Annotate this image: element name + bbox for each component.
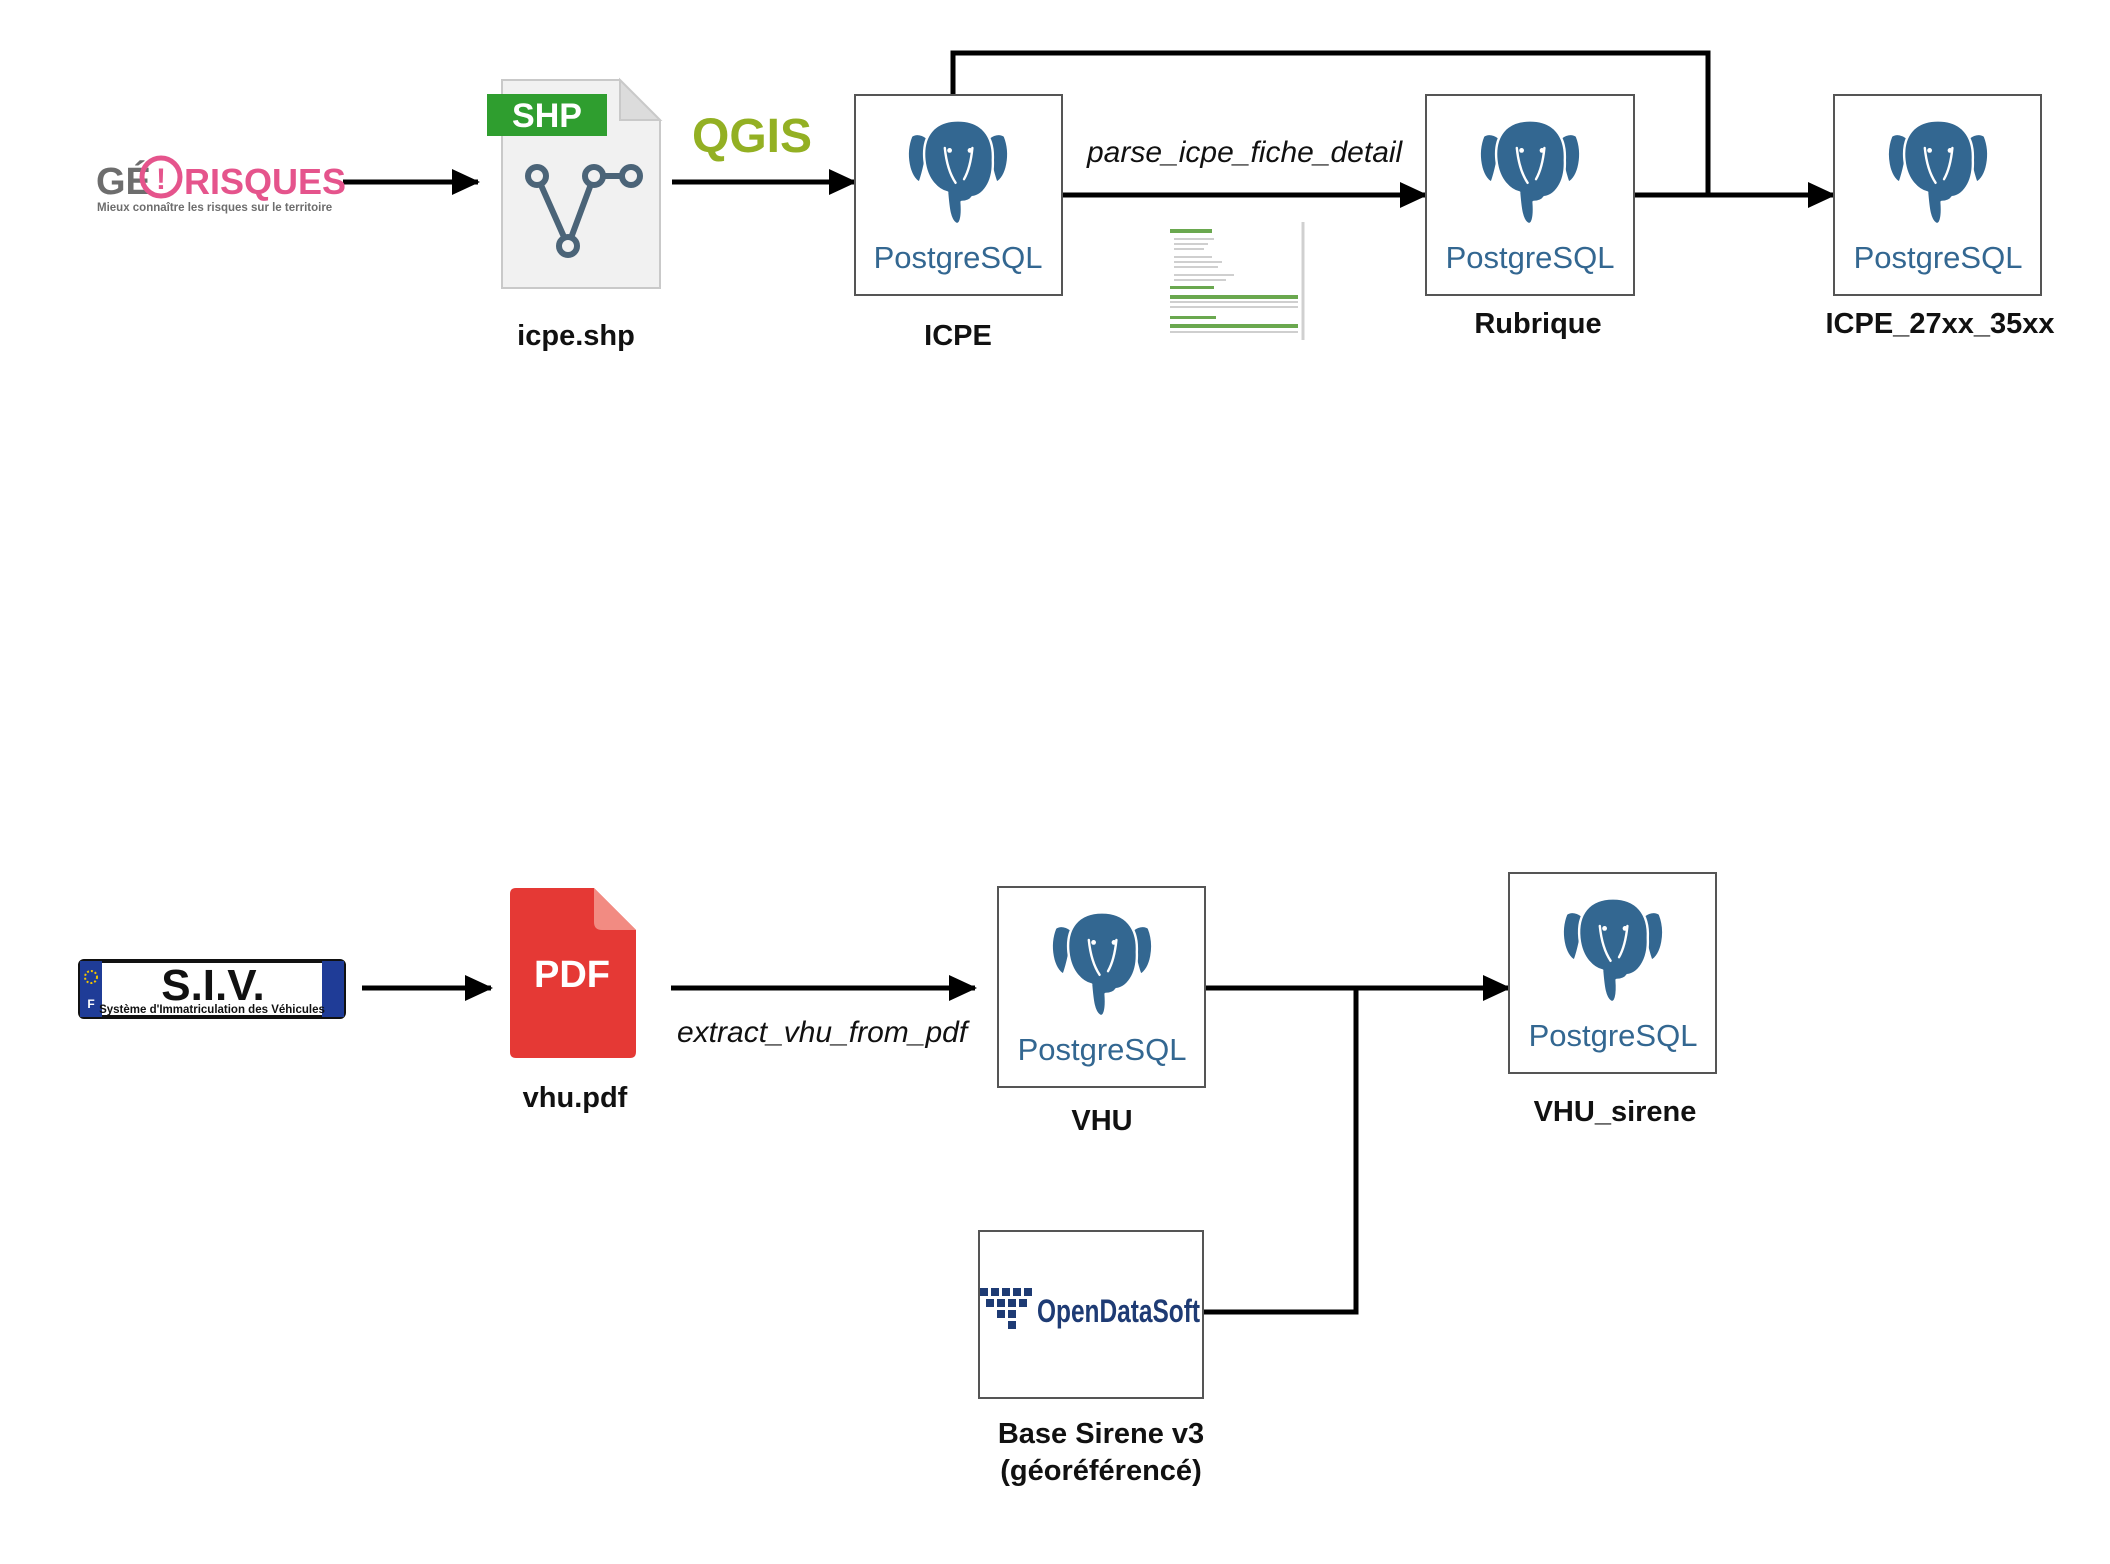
edge-icpe-loop-to-icpe27	[950, 50, 1711, 195]
node-label-icpe: ICPE	[924, 320, 992, 352]
qgis-logo: QGIS	[692, 110, 812, 163]
postgresql-wordmark: PostgreSQL	[1018, 1032, 1187, 1067]
edge-label-parse: parse_icpe_fiche_detail	[1087, 136, 1403, 169]
georisques-risques-text: RISQUES	[184, 161, 346, 202]
edge-sirene-to-junction	[1203, 988, 1359, 1315]
edge-label-extract: extract_vhu_from_pdf	[677, 1016, 968, 1049]
pdf-badge-text: PDF	[534, 954, 610, 996]
pdf-file-icon: PDF	[510, 888, 636, 1058]
vhu-sirene-postgres-node: PostgreSQL	[1508, 872, 1717, 1074]
opendatasoft-node: OpenDataSoft	[978, 1230, 1204, 1399]
postgresql-wordmark: PostgreSQL	[1529, 1018, 1698, 1053]
node-label-vhu: VHU	[1071, 1105, 1133, 1137]
postgresql-wordmark: PostgreSQL	[1446, 240, 1615, 275]
qgis-text: QGIS	[692, 110, 812, 163]
shp-badge-text: SHP	[512, 97, 582, 135]
rubrique-postgres-node: PostgreSQL	[1425, 94, 1635, 296]
node-label-icpe-shp: icpe.shp	[517, 320, 635, 352]
node-label-icpe27: ICPE_27xx_35xx	[1825, 308, 2055, 340]
opendatasoft-text: OpenDataSoft	[1037, 1293, 1200, 1329]
opendatasoft-grid-icon	[980, 1288, 1032, 1329]
node-label-base-sirene-line1: Base Sirene v3	[997, 1418, 1205, 1450]
postgresql-wordmark: PostgreSQL	[874, 240, 1043, 275]
georisques-tagline: Mieux connaître les risques sur le terri…	[97, 202, 332, 214]
document-thumbnail	[1166, 222, 1306, 340]
siv-country-text: F	[87, 997, 94, 1011]
georisques-warning-icon	[139, 155, 183, 199]
shp-file-icon: SHP	[487, 77, 663, 289]
vector-icon	[525, 164, 643, 258]
node-label-rubrique: Rubrique	[1474, 308, 1602, 340]
node-label-vhu-sirene: VHU_sirene	[1533, 1096, 1697, 1128]
svg-text:!: !	[156, 163, 166, 196]
siv-title-text: S.I.V.	[161, 961, 265, 1010]
icpe-postgres-node: PostgreSQL	[854, 94, 1063, 296]
vhu-postgres-node: PostgreSQL	[997, 886, 1206, 1088]
postgresql-wordmark: PostgreSQL	[1854, 240, 2023, 275]
siv-plate-logo: F S.I.V. Système d'Immatriculation des V…	[78, 959, 346, 1019]
georisques-logo: GÉ ! RISQUES Mieux connaître les risques…	[96, 155, 346, 214]
icpe27-postgres-node: PostgreSQL	[1833, 94, 2042, 296]
node-label-base-sirene-line2: (géoréférencé)	[1000, 1455, 1202, 1487]
siv-subtitle-text: Système d'Immatriculation des Véhicules	[99, 1004, 325, 1016]
node-label-vhu-pdf: vhu.pdf	[522, 1082, 628, 1114]
